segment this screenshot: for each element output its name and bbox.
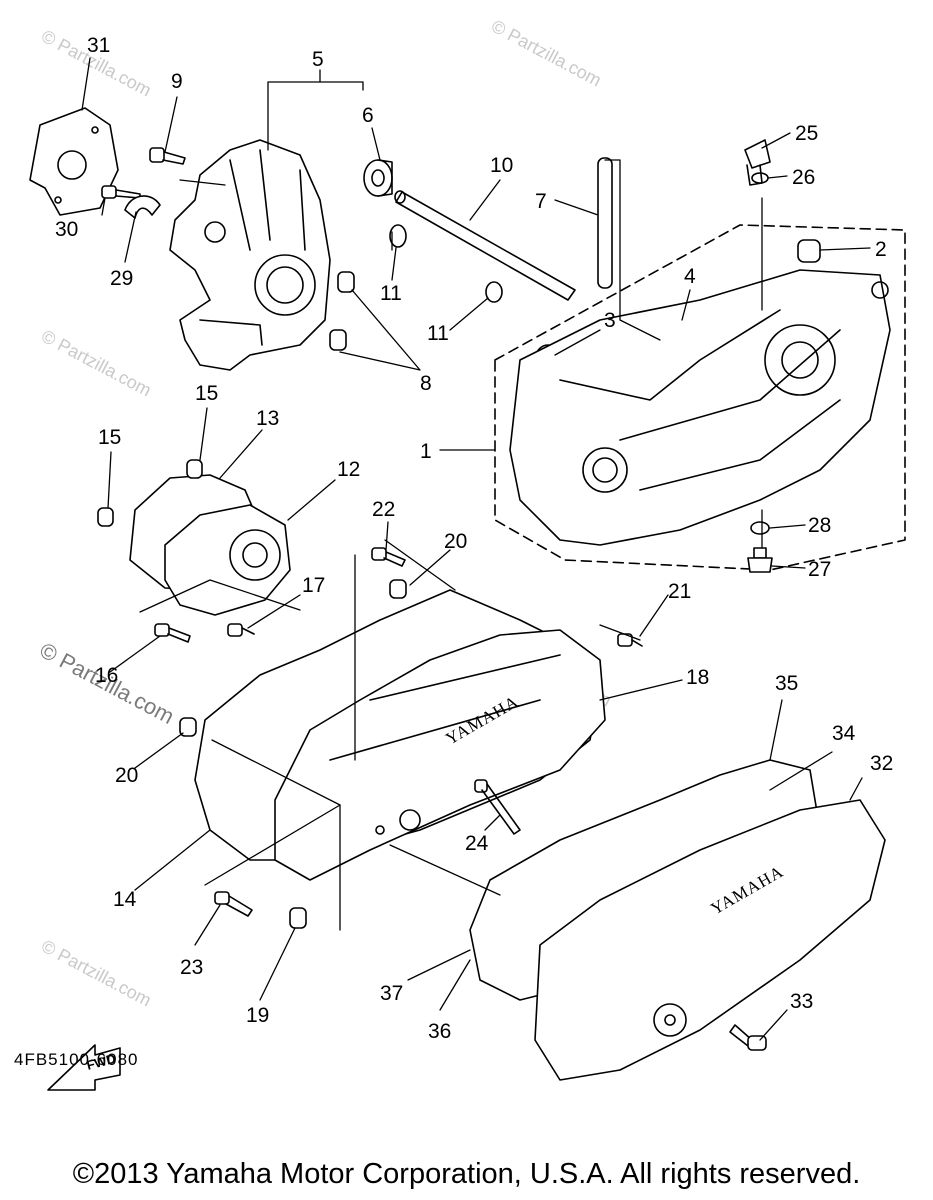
assembly-box-1 [494,224,906,571]
callout-33: 33 [790,990,813,1013]
callout-1: 1 [420,440,432,463]
callout-3: 3 [604,309,616,332]
callout-4: 4 [684,265,696,288]
callout-34: 34 [832,722,856,745]
callout-30: 30 [55,218,78,241]
outer-cover-32: YAMAHA [534,799,886,1081]
callout-7: 7 [535,190,547,213]
callout-9: 9 [171,70,183,93]
callout-12: 12 [337,458,360,481]
callout-32: 32 [870,752,893,775]
callout-11-upper: 11 [380,282,402,305]
callout-5: 5 [312,48,324,71]
dowel-pins-8 [329,271,355,351]
leader-lines [81,57,871,1041]
callout-26: 26 [792,166,815,189]
callout-16: 16 [95,664,118,687]
o-ring-26 [751,172,769,184]
callout-37: 37 [380,982,403,1005]
drain-plug-25 [744,139,771,186]
bolt-30 [101,185,141,199]
callout-labels: 31 9 5 6 30 29 10 7 25 26 2 4 11 11 3 8 … [55,34,893,1043]
washer-28 [750,521,770,535]
callout-28: 28 [808,514,831,537]
bolt-22 [371,547,406,567]
callout-22: 22 [372,498,395,521]
callout-18: 18 [686,666,709,689]
bolt-24 [474,779,521,835]
callout-17: 17 [302,574,325,597]
drain-bolt-27 [747,547,773,573]
callout-20-upper: 20 [444,530,467,553]
callout-15-lower: 15 [98,426,121,449]
crankcase-cover-18: YAMAHA [274,629,606,881]
callout-6: 6 [362,104,374,127]
copyright-notice: ©2013 Yamaha Motor Corporation, U.S.A. A… [72,1158,861,1190]
clip-29 [124,195,161,219]
dowel-19 [289,907,307,929]
watermark: © Partzilla.com [38,936,154,1011]
dowel-20 [179,579,407,737]
pipe-7 [597,157,613,289]
callout-13: 13 [256,407,279,430]
bolt-23 [214,891,253,917]
callout-20-lower: 20 [115,764,138,787]
screw-33 [729,1024,767,1051]
diagram-code: 4FB5100-6080 [14,1050,139,1069]
dowel-15 [97,459,203,527]
fwd-label: FWD [85,1051,117,1073]
callout-23: 23 [180,956,203,979]
callout-24: 24 [465,832,489,855]
callout-14: 14 [113,888,137,911]
right-crankcase-1 [509,269,891,546]
callout-31: 31 [87,34,110,57]
gasket-plate-31 [29,107,119,216]
callout-19: 19 [246,1004,269,1027]
cover-12 [164,504,291,616]
forward-arrow-icon: FWD [47,1044,121,1091]
callout-27: 27 [808,558,831,581]
callout-8: 8 [420,372,432,395]
bolt-16 [154,623,191,643]
callout-11-lower: 11 [427,322,449,345]
callout-25: 25 [795,122,818,145]
callout-10: 10 [490,154,513,177]
left-crankcase-5 [169,139,331,371]
callout-29: 29 [110,267,133,290]
collar-2 [797,239,821,263]
callout-21: 21 [668,580,691,603]
bolt-17 [227,623,255,637]
circlip-11 [389,224,503,303]
callout-15-upper: 15 [195,382,218,405]
callout-35: 35 [775,672,798,695]
bolt-9 [149,147,186,165]
callout-2: 2 [875,238,887,261]
callout-36: 36 [428,1020,451,1043]
bearing-6 [363,159,393,197]
shaft-10 [394,190,576,301]
watermark: © Partzilla.com [488,16,604,91]
watermark: © Partzilla.com [38,326,154,401]
